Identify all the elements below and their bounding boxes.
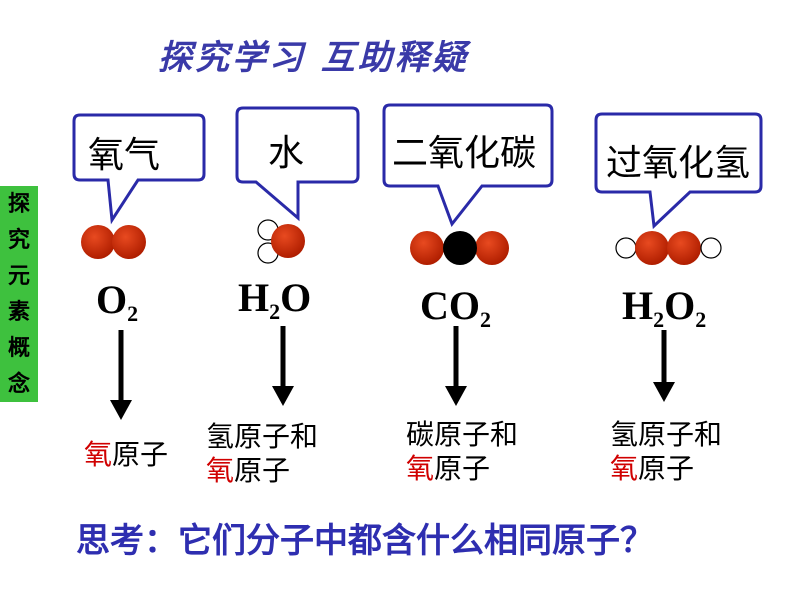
arrow-down-icon: [653, 330, 675, 402]
callout-co2: [382, 103, 554, 228]
formula-subscript: 2: [269, 299, 281, 324]
result-h2o2: 氢原子和氧原子: [610, 418, 722, 486]
oxygen-atom: [667, 231, 701, 265]
result-text: 原子: [234, 454, 291, 487]
result-line: 氧原子: [610, 452, 722, 486]
molecule-co2: [410, 231, 509, 265]
result-line: 氢原子和: [610, 418, 722, 452]
highlight-text: 氧: [206, 454, 235, 487]
molecule-h2o2: [615, 231, 722, 265]
page-title: 探究学习 互助释疑: [158, 38, 469, 78]
oxygen-atom: [271, 224, 305, 258]
formula-subscript: 2: [653, 307, 665, 332]
formula-o2: O2: [96, 276, 138, 327]
formula-symbol: H: [238, 275, 270, 320]
result-line: 氢原子和: [206, 420, 318, 454]
arrow-down-icon: [445, 326, 467, 406]
oxygen-atom: [410, 231, 444, 265]
hydrogen-atom: [615, 237, 637, 259]
result-line: 氧原子: [206, 454, 318, 488]
callout-water: [235, 106, 360, 222]
oxygen-atom: [475, 231, 509, 265]
formula-symbol: O: [664, 283, 696, 328]
formula-symbol: O: [96, 277, 128, 322]
result-text: 原子: [112, 438, 169, 471]
sidebar-char: 念: [7, 371, 30, 397]
formula-symbol: O: [280, 275, 312, 320]
formula-co2: CO2: [420, 282, 491, 333]
molecule-h2o: [257, 219, 305, 264]
result-line: 氧原子: [406, 452, 518, 486]
highlight-text: 氧: [610, 452, 639, 485]
callout-label-co2: 二氧化碳: [392, 133, 537, 174]
formula-subscript: 2: [480, 307, 491, 332]
formula-subscript: 2: [127, 301, 139, 326]
formula-h2o: H2O: [238, 274, 311, 325]
carbon-atom: [443, 231, 477, 265]
sidebar-char: 究: [7, 227, 30, 253]
formula-subscript: 2: [695, 307, 707, 332]
callout-label-oxygen: 氧气: [88, 135, 161, 176]
oxygen-atom: [81, 225, 115, 259]
formula-symbol: H: [622, 283, 654, 328]
callout-label-water: 水: [268, 133, 305, 174]
callout-oxygen: [72, 113, 206, 225]
callout-label-h2o2: 过氧化氢: [606, 143, 751, 184]
result-line: 碳原子和: [406, 418, 518, 452]
formula-h2o2: H2O2: [622, 282, 706, 333]
callout-h2o2: [594, 112, 763, 230]
question-text: 思考：它们分子中都含什么相同原子？: [76, 521, 654, 561]
sidebar-char: 概: [7, 335, 30, 361]
result-h2o: 氢原子和氧原子: [206, 420, 318, 488]
result-text: 碳原子和: [406, 418, 519, 451]
highlight-text: 氧: [84, 438, 113, 471]
sidebar-label: 探 究 元 素 概 念: [0, 186, 38, 402]
highlight-text: 氧: [406, 452, 435, 485]
result-o2: 氧原子: [84, 438, 168, 472]
result-line: 氧原子: [84, 438, 168, 472]
molecule-o2: [81, 225, 146, 259]
result-text: 原子: [434, 452, 491, 485]
oxygen-atom: [112, 225, 146, 259]
sidebar-char: 元: [7, 263, 30, 289]
hydrogen-atom: [700, 237, 722, 259]
formula-symbol: CO: [420, 283, 480, 328]
result-text: 氢原子和: [610, 418, 723, 451]
sidebar-char: 探: [7, 191, 30, 217]
arrow-down-icon: [110, 330, 132, 420]
result-co2: 碳原子和氧原子: [406, 418, 518, 486]
arrow-down-icon: [272, 326, 294, 406]
oxygen-atom: [635, 231, 669, 265]
result-text: 原子: [638, 452, 695, 485]
result-text: 氢原子和: [206, 420, 319, 453]
sidebar-char: 素: [7, 299, 30, 325]
